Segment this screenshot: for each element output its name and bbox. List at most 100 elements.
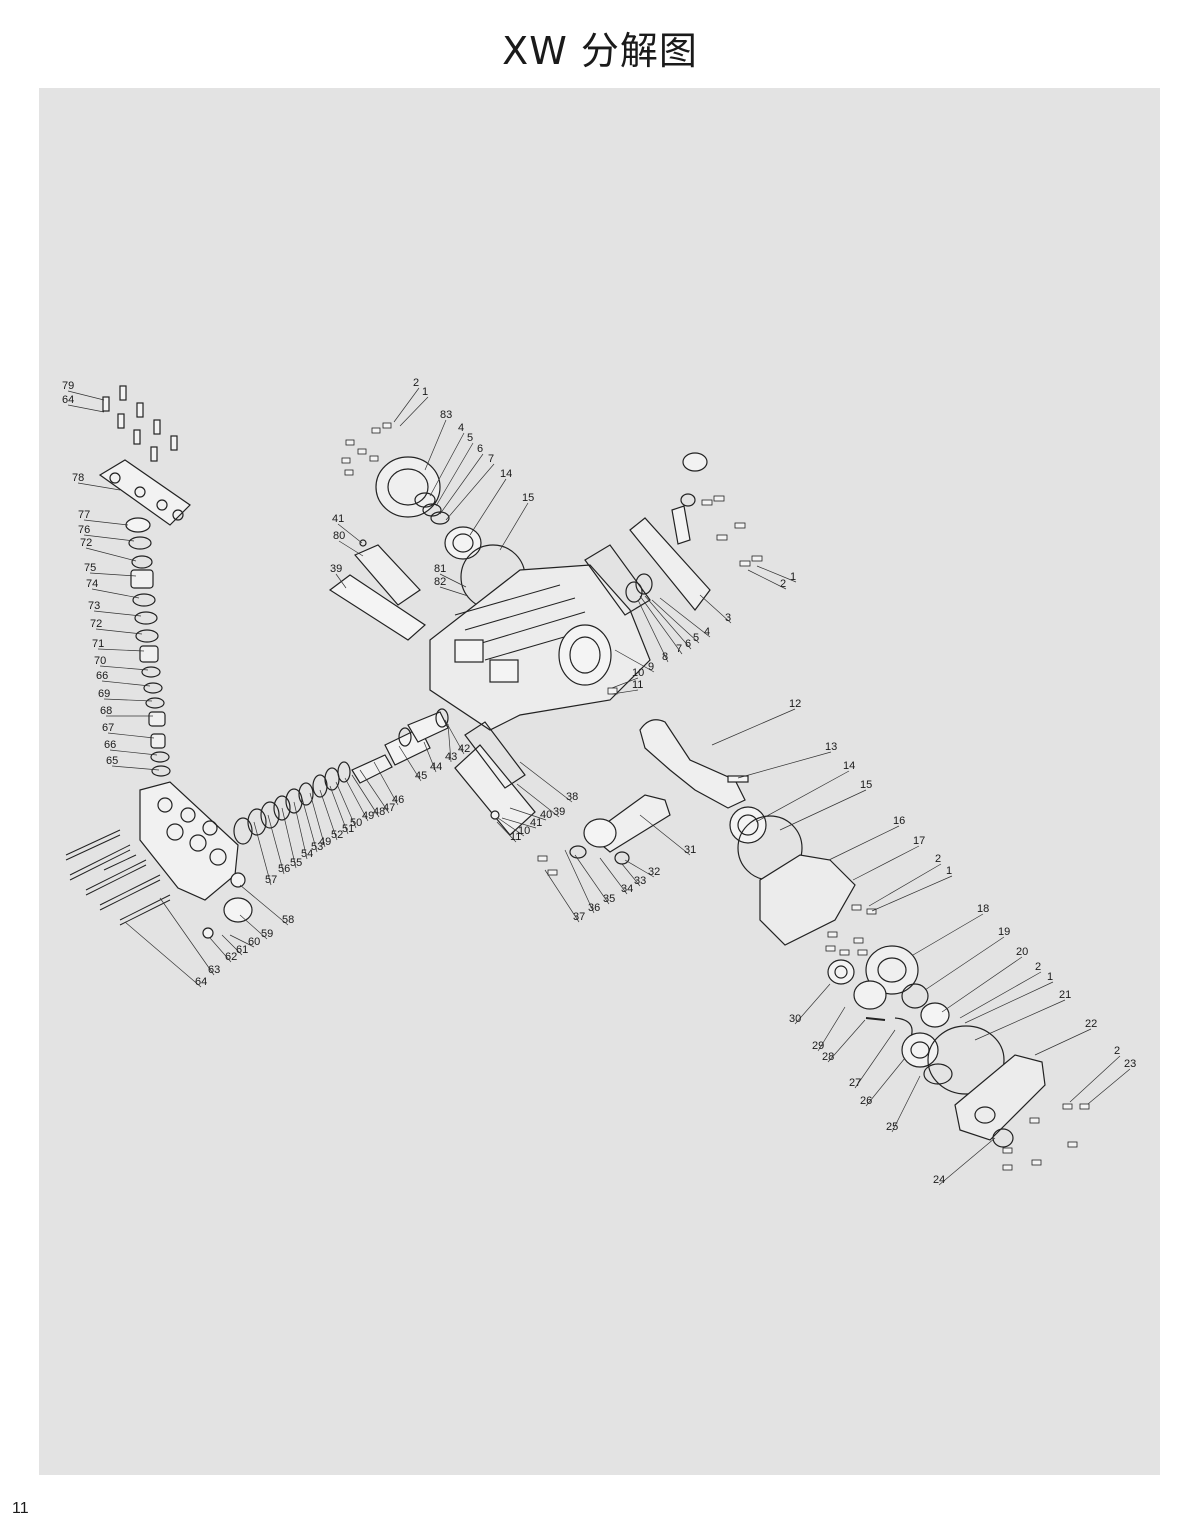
callout-label: 53 (311, 841, 323, 853)
leader-line (544, 869, 580, 923)
leader-line (794, 983, 831, 1025)
callout-label: 41 (530, 817, 542, 829)
leader-line (319, 789, 338, 841)
callout-label: 58 (282, 914, 294, 926)
callout-label: 75 (84, 562, 96, 574)
callout-label: 1 (790, 571, 796, 583)
callout-label: 64 (195, 976, 207, 988)
callout-label: 66 (104, 739, 116, 751)
leader-line (621, 863, 641, 887)
leader-line (67, 390, 105, 401)
leader-line (659, 597, 711, 638)
leader-line (756, 565, 797, 583)
leader-line (711, 708, 796, 746)
leader-line (85, 547, 137, 562)
leader-line (639, 814, 691, 856)
rear-cover (629, 517, 711, 611)
leader-line (974, 999, 1066, 1041)
leader-line (938, 1137, 996, 1186)
callout-label: 39 (553, 806, 565, 818)
callout-label: 68 (100, 705, 112, 717)
leader-line (509, 807, 547, 821)
callout-label: 5 (693, 632, 699, 644)
callout-label: 59 (261, 928, 273, 940)
callout-label: 14 (500, 468, 512, 480)
leader-line (398, 745, 422, 782)
leader-line (439, 573, 467, 588)
callout-label: 80 (333, 530, 345, 542)
leader-line (1069, 1055, 1121, 1103)
callout-label: 71 (92, 638, 104, 650)
callout-label: 39 (330, 563, 342, 575)
callout-label: 72 (80, 537, 92, 549)
leader-line (429, 432, 465, 497)
callout-label: 78 (72, 472, 84, 484)
leader-line (779, 789, 867, 831)
page-number: 11 (12, 1500, 29, 1517)
exploded-view-diagram: 7964787776727574737271706669686766652183… (62, 377, 1136, 1186)
callout-label: 33 (634, 875, 646, 887)
page-title: XW 分解图 (502, 29, 698, 73)
leader-line (469, 478, 507, 536)
leader-line (827, 1019, 866, 1063)
leader-line (499, 502, 529, 551)
callout-label: 22 (1085, 1018, 1097, 1030)
callout-label: 70 (94, 655, 106, 667)
callout-label: 54 (301, 848, 313, 860)
callout-label: 55 (290, 857, 302, 869)
leader-line (828, 825, 900, 861)
leader-line (77, 482, 121, 491)
leader-line (519, 761, 573, 803)
callout-label: 32 (648, 866, 660, 878)
leader-line (439, 453, 484, 515)
leader-line (964, 981, 1054, 1024)
callout-label: 2 (1035, 961, 1041, 973)
leader-line (329, 785, 349, 835)
leader-line (424, 419, 447, 471)
callout-label: 31 (684, 844, 696, 856)
gasket-39 (328, 574, 426, 641)
callout-label: 63 (208, 964, 220, 976)
callout-label: 2 (780, 578, 786, 590)
callout-label: 7 (488, 453, 494, 465)
leader-line (614, 649, 655, 673)
callout-label: 1 (946, 865, 952, 877)
callout-label: 46 (392, 794, 404, 806)
callout-label: 82 (434, 576, 446, 588)
callout-label: 69 (98, 688, 110, 700)
cover-plate-80 (354, 544, 421, 606)
callout-label: 83 (440, 409, 452, 421)
leader-line (496, 821, 517, 843)
leader-line (574, 854, 610, 905)
callout-label: 67 (102, 722, 114, 734)
leader-line (747, 569, 787, 590)
callout-label: 42 (458, 743, 470, 755)
leader-line (83, 534, 135, 542)
callout-label: 23 (1124, 1058, 1136, 1070)
callout-label: 5 (467, 432, 473, 444)
callout-label: 62 (225, 951, 237, 963)
callout-label: 37 (573, 911, 585, 923)
callout-label: 7 (676, 643, 682, 655)
callout-label: 52 (331, 829, 343, 841)
callout-label: 12 (789, 698, 801, 710)
callout-label: 66 (96, 670, 108, 682)
leader-lines (67, 387, 1131, 1186)
leader-line (335, 573, 347, 589)
callout-label: 21 (1059, 989, 1071, 1001)
callout-label: 26 (860, 1095, 872, 1107)
callout-labels: 7964787776727574737271706669686766652183… (62, 377, 1136, 1186)
leader-line (611, 689, 639, 695)
callout-label: 4 (704, 626, 710, 638)
callout-label: 79 (62, 380, 74, 392)
leader-line (124, 921, 202, 988)
callout-label: 14 (843, 760, 855, 772)
callout-label: 13 (825, 741, 837, 753)
leader-line (497, 817, 525, 837)
callout-label: 50 (350, 817, 362, 829)
callout-label: 76 (78, 524, 90, 536)
callout-label: 9 (648, 661, 654, 673)
callout-label: 11 (510, 831, 521, 843)
callout-label: 74 (86, 578, 98, 590)
callout-label: 49 (362, 810, 374, 822)
